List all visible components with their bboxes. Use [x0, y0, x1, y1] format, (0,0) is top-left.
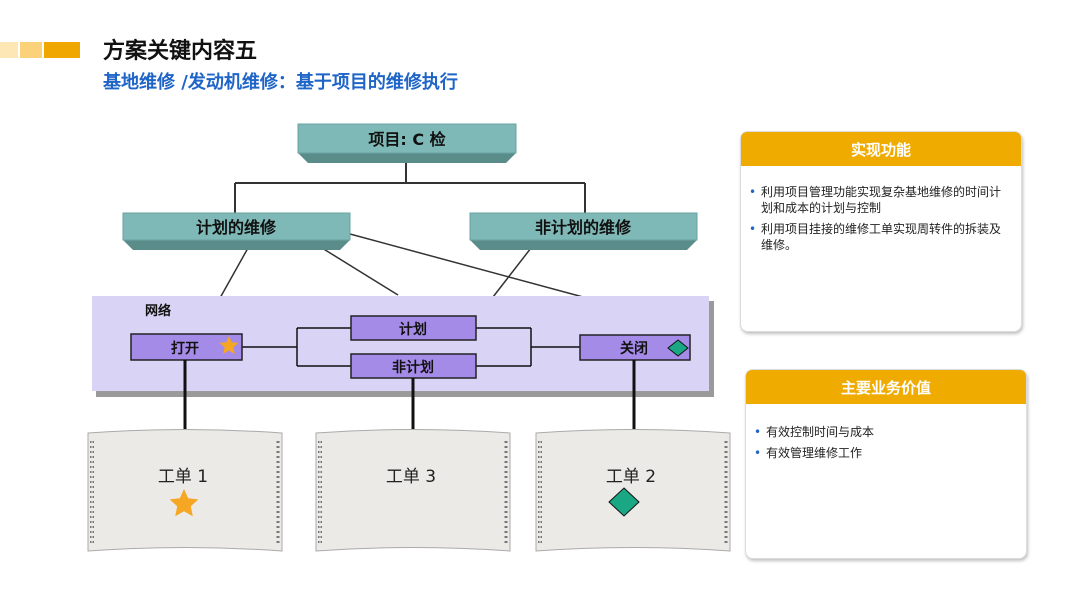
functions-panel-title: 实现功能 [741, 132, 1021, 166]
value-panel: 主要业务价值 有效控制时间与成本 有效管理维修工作 [745, 369, 1027, 559]
functions-panel: 实现功能 利用项目管理功能实现复杂基地维修的时间计划和成本的计划与控制 利用项目… [740, 131, 1022, 332]
network-label: 网络 [145, 303, 171, 319]
open-label: 打开 [171, 340, 199, 357]
network-links [219, 233, 584, 299]
nonplan-box: 非计划 [350, 353, 477, 379]
diamond-icon [608, 487, 640, 517]
workorder-2-document: 工单 2 [535, 429, 731, 552]
project-node: 项目: C 检 [297, 123, 517, 163]
nonplan-label: 非计划 [392, 359, 434, 376]
value-panel-title: 主要业务价值 [746, 370, 1026, 404]
planned-maintenance-node: 计划的维修 [122, 212, 351, 250]
star-icon [169, 489, 199, 517]
maintenance-diagram: 项目: C 检 计划的维修 非计划的维修 网络 打开 计划 [87, 123, 731, 552]
value-list: 有效控制时间与成本 有效管理维修工作 [754, 424, 1016, 466]
small-diamond-icon [667, 339, 689, 357]
list-item: 利用项目管理功能实现复杂基地维修的时间计划和成本的计划与控制 [749, 184, 1011, 216]
list-item: 利用项目挂接的维修工单实现周转件的拆装及维修。 [749, 221, 1011, 253]
connector-lines [234, 160, 586, 214]
title-decoration-bar-1 [0, 42, 18, 58]
planned-maintenance-label: 计划的维修 [196, 218, 277, 237]
page-subtitle: 基地维修 /发动机维修：基于项目的维修执行 [103, 72, 458, 93]
page-title: 方案关键内容五 [103, 39, 258, 64]
plan-box: 计划 [350, 315, 477, 341]
close-label: 关闭 [620, 340, 648, 357]
list-item: 有效控制时间与成本 [754, 424, 1016, 440]
plan-label: 计划 [399, 321, 427, 338]
title-decoration-bar-3 [44, 42, 80, 58]
small-star-icon [219, 336, 239, 354]
network-flow-lines [242, 327, 580, 367]
workorder-1-label: 工单 1 [158, 467, 208, 487]
workorder-1-document: 工单 1 [87, 429, 283, 552]
list-item: 有效管理维修工作 [754, 445, 1016, 461]
functions-list: 利用项目管理功能实现复杂基地维修的时间计划和成本的计划与控制 利用项目挂接的维修… [749, 184, 1011, 258]
workorder-links [183, 360, 636, 430]
workorder-2-label: 工单 2 [606, 467, 656, 487]
unplanned-maintenance-label: 非计划的维修 [535, 218, 632, 237]
unplanned-maintenance-node: 非计划的维修 [469, 212, 698, 250]
workorder-3-document: 工单 3 [315, 429, 511, 552]
workorder-3-label: 工单 3 [386, 467, 436, 487]
open-box: 打开 [130, 333, 243, 361]
project-label: 项目: C 检 [368, 130, 445, 149]
title-decoration-bar-2 [20, 42, 42, 58]
close-box: 关闭 [579, 334, 691, 361]
